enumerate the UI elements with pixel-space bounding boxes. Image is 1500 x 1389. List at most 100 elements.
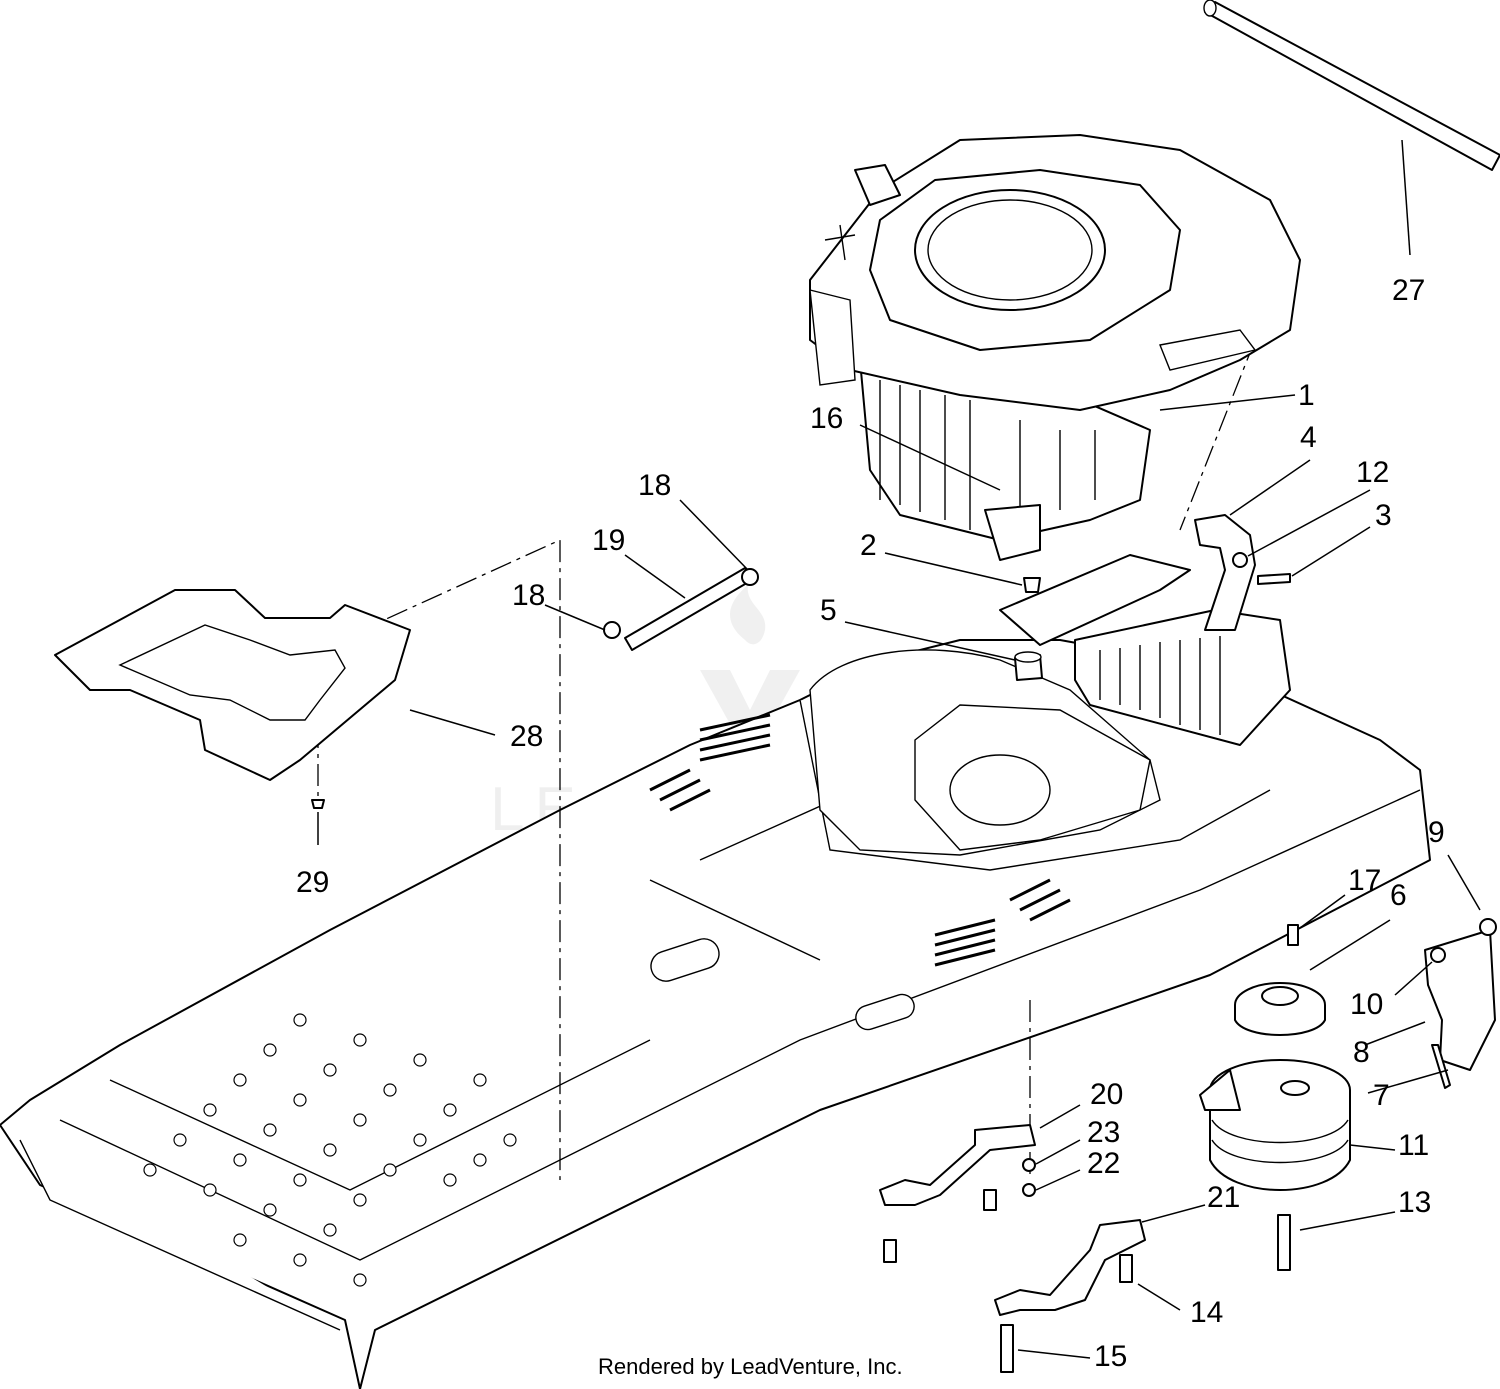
leader-5 [844, 621, 1016, 661]
vent-slots [649, 713, 1071, 967]
bolt-20-b [883, 1239, 897, 1263]
callout-16: 16 [810, 402, 843, 435]
bolt-2 [1023, 577, 1041, 593]
callout-23: 23 [1087, 1116, 1120, 1149]
callout-18-lower: 18 [512, 579, 545, 612]
clip-18-upper [741, 568, 759, 586]
callout-18-upper: 18 [638, 469, 671, 502]
frame-left-rail [19, 789, 1421, 1331]
air-filter-lid-inner [927, 199, 1093, 301]
bolt-9 [1479, 918, 1497, 936]
leader-17 [1299, 894, 1346, 929]
callout-2: 2 [860, 529, 877, 562]
leader-lines [317, 139, 1481, 1359]
leader-2 [884, 552, 1023, 586]
pin-7 [1431, 1044, 1451, 1089]
leader-20 [1039, 1104, 1081, 1129]
callout-14: 14 [1190, 1296, 1223, 1329]
bolt-20-a [983, 1189, 997, 1211]
heat-shield [999, 554, 1191, 646]
callout-29: 29 [296, 866, 329, 899]
screw-29 [311, 799, 325, 809]
callout-4: 4 [1300, 421, 1317, 454]
callout-10: 10 [1350, 988, 1383, 1021]
callout-5: 5 [820, 594, 837, 627]
clamp-12 [1232, 552, 1248, 568]
engine-fins [879, 380, 1096, 530]
assembly-line [317, 538, 561, 1180]
engine-starter [854, 164, 901, 206]
callout-7: 7 [1373, 1079, 1390, 1112]
leader-9 [1447, 854, 1481, 911]
engine-handle [1159, 329, 1257, 371]
leader-11 [1349, 1144, 1396, 1151]
bracket-21 [994, 1219, 1146, 1316]
callout-28: 28 [510, 720, 543, 753]
spacer-5 [1014, 651, 1043, 681]
engine-dipstick [824, 224, 856, 261]
leader-18-lower [544, 604, 606, 631]
callout-20: 20 [1090, 1078, 1123, 1111]
key-17 [1287, 924, 1299, 946]
leader-21 [1141, 1204, 1206, 1223]
watermark-flame-icon [730, 585, 766, 645]
leader-15 [1017, 1349, 1091, 1359]
leader-28 [409, 709, 496, 736]
assembly-lines [317, 339, 1256, 1180]
clutch-11-grooves [1211, 1119, 1349, 1164]
callout-8: 8 [1353, 1036, 1370, 1069]
leader-10 [1394, 961, 1433, 996]
callout-6: 6 [1390, 879, 1407, 912]
watermark-logo-icon [700, 670, 800, 760]
callout-12: 12 [1356, 456, 1389, 489]
bracket-20 [879, 1124, 1036, 1206]
leader-27 [1401, 139, 1411, 256]
cover-plate [54, 589, 411, 781]
rod-27 [1203, 0, 1500, 171]
pulley-6-side [1234, 1005, 1326, 1036]
frame-slot [650, 938, 720, 982]
nut-22 [1022, 1183, 1036, 1197]
frame-slot [855, 993, 915, 1031]
bolt-14 [1119, 1254, 1133, 1283]
bracket-8 [1424, 929, 1496, 1071]
callout-1: 1 [1298, 379, 1315, 412]
callout-9: 9 [1428, 816, 1445, 849]
leader-14 [1137, 1283, 1181, 1311]
leader-8 [1364, 1021, 1426, 1046]
callouts: 1 2 3 4 5 6 7 8 9 10 11 12 13 14 15 16 1… [296, 274, 1445, 1373]
leader-19 [624, 554, 686, 599]
rod-assembly [603, 567, 759, 651]
leader-18-upper [679, 499, 749, 571]
washer-23 [1022, 1158, 1036, 1172]
nut-10 [1430, 947, 1446, 963]
assembly-line [1179, 339, 1256, 531]
leader-6 [1309, 919, 1391, 971]
callout-22: 22 [1087, 1147, 1120, 1180]
leader-1 [1159, 394, 1296, 411]
callout-21: 21 [1207, 1181, 1240, 1214]
leader-12 [1247, 489, 1371, 557]
clutch-assembly [1199, 918, 1497, 1271]
leader-16 [859, 424, 1001, 491]
pulley-6-hub [1261, 986, 1299, 1006]
callout-17: 17 [1348, 864, 1381, 897]
leader-7 [1367, 1069, 1449, 1094]
footer-credit: Rendered by LeadVenture, Inc. [598, 1354, 903, 1379]
callout-19: 19 [592, 524, 625, 557]
leader-13 [1299, 1211, 1396, 1231]
chassis-frame [0, 639, 1431, 1389]
engine [809, 134, 1301, 561]
leader-23 [1035, 1139, 1081, 1165]
floor-pan-holes [143, 1013, 517, 1287]
callout-27: 27 [1392, 274, 1425, 307]
bolt-3 [1257, 573, 1291, 585]
clutch-11-bore [1280, 1080, 1310, 1096]
exhaust-pipe-4 [1194, 514, 1256, 631]
bolt-15 [1000, 1324, 1014, 1373]
clutch-11-tab [1199, 1069, 1241, 1111]
muffler-assembly [1074, 514, 1291, 746]
cover-plate-inner [118, 624, 346, 721]
engine-mount-hole [949, 754, 1051, 826]
